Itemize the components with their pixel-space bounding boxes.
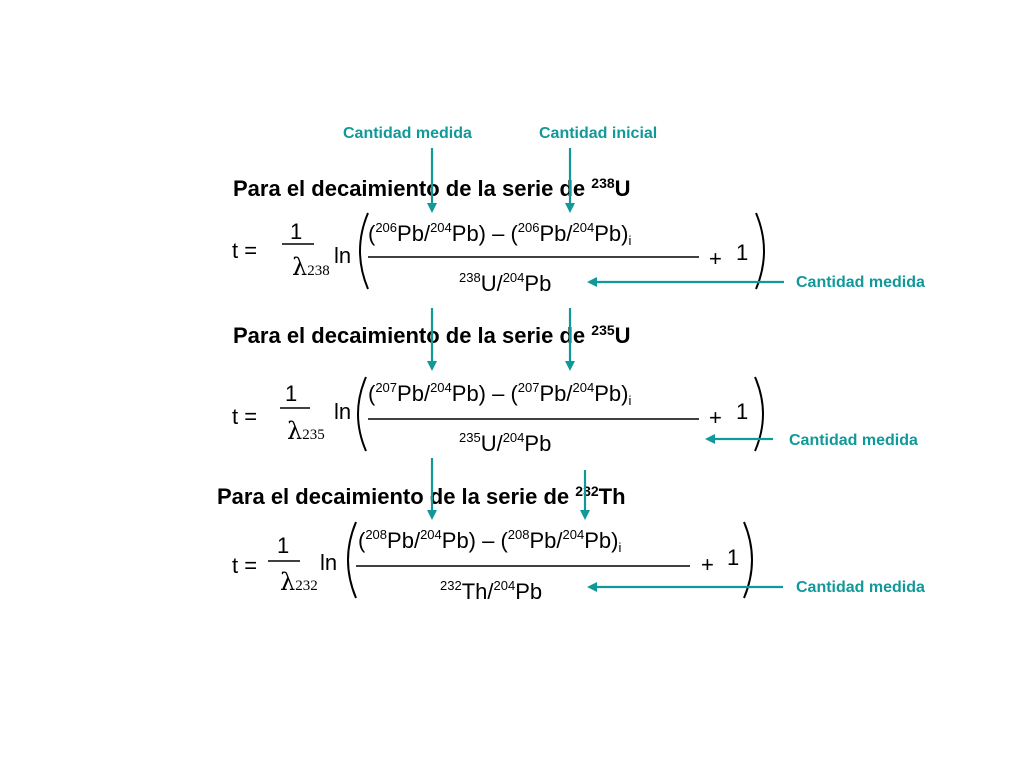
label-measured-top: Cantidad medida xyxy=(343,125,472,142)
ln-1: ln xyxy=(334,243,352,268)
plus-2: + xyxy=(709,405,722,430)
heading-element: U xyxy=(614,323,631,348)
t-equals-2: t = xyxy=(232,404,258,429)
t-equals-1: t = xyxy=(232,238,258,263)
heading-element: Th xyxy=(598,484,626,509)
left-paren-2 xyxy=(357,376,367,452)
lambda-subscript: 232 xyxy=(295,578,318,594)
heading-mass: 232 xyxy=(575,483,599,499)
heading-mass: 238 xyxy=(591,175,615,191)
denominator-2: 235U/204Pb xyxy=(459,430,552,456)
heading-235u: Para el decaimiento de la serie de 235U xyxy=(233,322,631,349)
lambda-subscript: 235 xyxy=(302,427,325,443)
fraction-one-3: 1 xyxy=(277,533,290,558)
right-paren-1 xyxy=(755,212,765,290)
fraction-one-2: 1 xyxy=(285,381,298,406)
plus-one-3: 1 xyxy=(727,545,740,570)
lambda-symbol: λ xyxy=(287,417,303,445)
heading-232th: Para el decaimiento de la serie de 232Th xyxy=(217,483,626,510)
denominator-3: 232Th/204Pb xyxy=(440,578,543,604)
plus-one-2: 1 xyxy=(736,399,749,424)
right-paren-3 xyxy=(743,521,753,599)
lambda-symbol: λ xyxy=(292,253,308,281)
plus-1: + xyxy=(709,246,722,271)
plus-3: + xyxy=(701,552,714,577)
lambda-subscript: 238 xyxy=(307,263,330,279)
heading-text: Para el decaimiento de la serie de xyxy=(233,176,592,201)
numerator-2: (207Pb/204Pb) – (207Pb/204Pb)i xyxy=(368,380,632,408)
fraction-one-1: 1 xyxy=(290,219,303,244)
denominator-1: 238U/204Pb xyxy=(459,270,552,296)
ln-3: ln xyxy=(320,550,338,575)
lambda-symbol: λ xyxy=(280,568,296,596)
left-paren-1 xyxy=(359,212,369,290)
label-initial-top: Cantidad inicial xyxy=(539,125,658,142)
numerator-1: (206Pb/204Pb) – (206Pb/204Pb)i xyxy=(368,220,632,248)
t-equals-3: t = xyxy=(232,553,258,578)
plus-one-1: 1 xyxy=(736,240,749,265)
heading-text: Para el decaimiento de la serie de xyxy=(217,484,576,509)
label-measured-3: Cantidad medida xyxy=(796,579,925,596)
heading-element: U xyxy=(614,176,631,201)
heading-mass: 235 xyxy=(591,322,615,338)
numerator-3: (208Pb/204Pb) – (208Pb/204Pb)i xyxy=(358,527,622,555)
heading-text: Para el decaimiento de la serie de xyxy=(233,323,592,348)
left-paren-3 xyxy=(347,521,357,599)
right-paren-2 xyxy=(754,376,764,452)
lambda-232: λ232 xyxy=(280,568,318,596)
label-measured-1: Cantidad medida xyxy=(796,274,925,291)
lambda-235: λ235 xyxy=(287,417,325,445)
lambda-238: λ238 xyxy=(292,253,330,281)
ln-2: ln xyxy=(334,399,352,424)
heading-238u: Para el decaimiento de la serie de 238U xyxy=(233,175,631,202)
label-measured-2: Cantidad medida xyxy=(789,432,918,449)
